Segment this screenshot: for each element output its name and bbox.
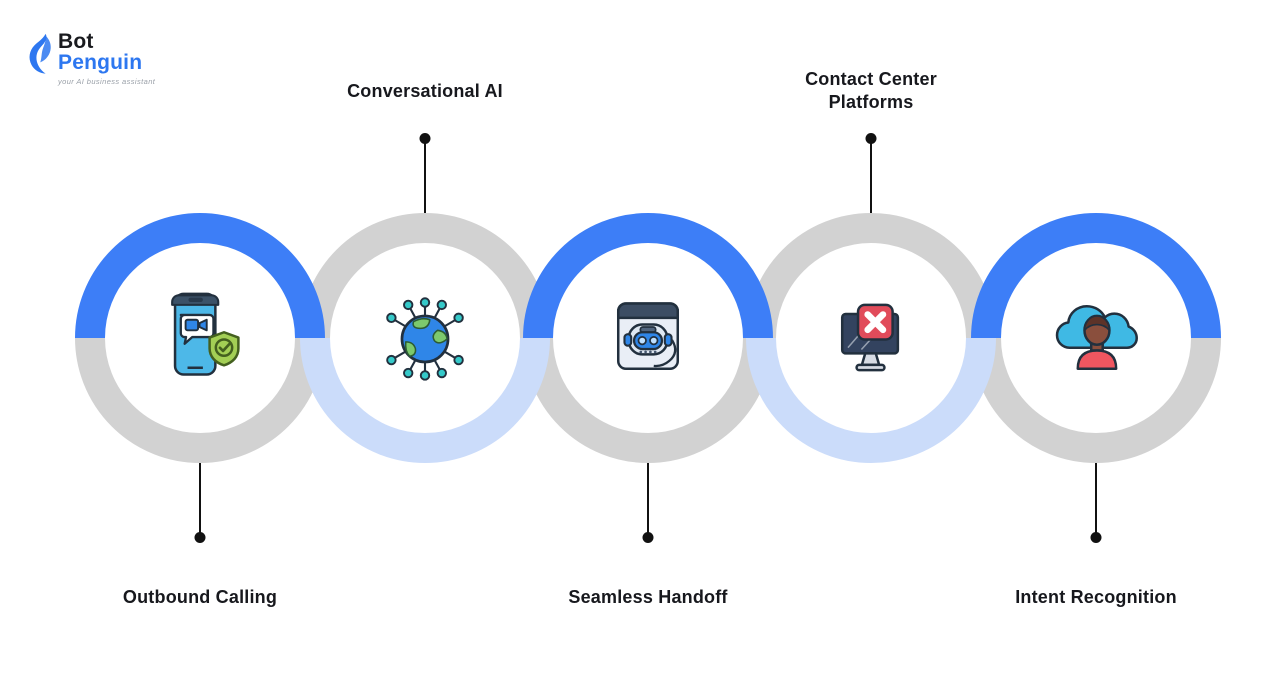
logo-tagline: your AI business assistant <box>58 77 156 86</box>
phone-video-call-shield-icon <box>152 290 248 386</box>
diagram-node-intent-recognition: Intent Recognition <box>971 213 1221 607</box>
node-label: Contact Center Platforms <box>805 69 937 112</box>
connector-dot <box>419 133 431 144</box>
chatbot-window-icon <box>600 290 696 386</box>
monitor-error-icon <box>823 290 919 386</box>
logo-word-penguin: Penguin <box>58 51 143 74</box>
connector-line <box>1090 463 1102 543</box>
node-label: Intent Recognition <box>1015 587 1177 607</box>
connector-dot <box>642 532 654 543</box>
globe-network-icon <box>377 290 473 386</box>
diagram-node-contact-center-platforms: Contact Center Platforms <box>746 69 996 463</box>
connector-dot <box>1090 532 1102 543</box>
connector-line <box>194 463 206 543</box>
connector-line <box>419 133 431 213</box>
connector-dot <box>194 532 206 543</box>
connector-dot <box>865 133 877 144</box>
penguin-logo-icon <box>24 32 54 78</box>
node-label: Conversational AI <box>347 80 503 101</box>
cloud-person-icon <box>1048 290 1144 386</box>
connector-line <box>865 133 877 213</box>
logo-text: Bot Penguin your AI business assistant <box>58 30 156 86</box>
diagram-node-seamless-handoff: Seamless Handoff <box>523 213 773 607</box>
diagram-node-outbound-calling: Outbound Calling <box>75 213 325 607</box>
diagram-node-conversational-ai: Conversational AI <box>300 81 550 463</box>
connector-line <box>642 463 654 543</box>
botpenguin-logo: Bot Penguin your AI business assistant <box>24 30 156 86</box>
node-label: Seamless Handoff <box>568 587 728 607</box>
logo-word-bot: Bot <box>58 30 94 53</box>
node-label: Outbound Calling <box>122 587 278 607</box>
